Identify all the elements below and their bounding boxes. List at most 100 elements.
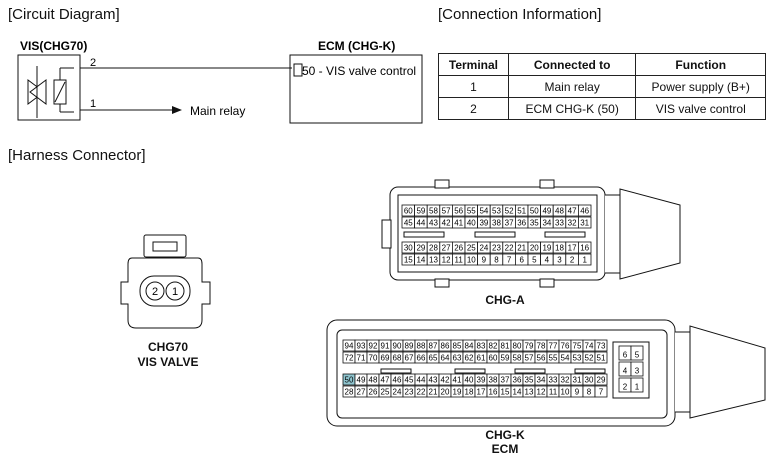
chg-k-pin-label: 79 xyxy=(525,342,534,351)
chg70-latch xyxy=(143,234,187,258)
chg-a-pin-label: 17 xyxy=(568,244,577,253)
chg-k-pin-label: 17 xyxy=(477,388,486,397)
chg-k-pin-label: 26 xyxy=(369,388,378,397)
chg-a-pin-label: 30 xyxy=(404,244,413,253)
cell-connected-to: ECM CHG-K (50) xyxy=(507,97,637,120)
table-header-row: Terminal Connected to Function xyxy=(438,53,766,76)
chg-k-pin-label: 78 xyxy=(537,342,546,351)
chg-k-side-pin-label: 1 xyxy=(635,383,640,392)
wire-1-label: 1 xyxy=(90,98,96,110)
chg-k-pin-label: 11 xyxy=(549,388,558,397)
chg-k-pin-label: 64 xyxy=(441,354,450,363)
chg-a-pin-label: 57 xyxy=(442,207,451,216)
chg70-pin xyxy=(165,281,185,301)
chg-k-pin-label: 77 xyxy=(549,342,558,351)
chg70-pin-label: 2 xyxy=(152,286,158,298)
chg-k-pin-label: 80 xyxy=(513,342,522,351)
chg-a-pin-label: 7 xyxy=(507,256,512,265)
chg-a-pin-label: 6 xyxy=(519,256,524,265)
chg-a-pin-label: 5 xyxy=(532,256,537,265)
chg-a-pin-label: 4 xyxy=(545,256,550,265)
chg-a-pin-label: 29 xyxy=(416,244,425,253)
chg-k-pin-label: 81 xyxy=(501,342,510,351)
chg-k-side-pin-label: 3 xyxy=(635,367,640,376)
chg-k-pin-label: 52 xyxy=(585,354,594,363)
chg-a-pin-label: 3 xyxy=(557,256,562,265)
chg-k-key xyxy=(574,368,606,374)
chg-a-pin-label: 56 xyxy=(454,207,463,216)
chg-k-pin-label: 58 xyxy=(513,354,522,363)
chg-k-pin xyxy=(594,351,608,364)
chg-a-pin-label: 14 xyxy=(416,256,425,265)
chg-k-pin-label: 67 xyxy=(405,354,414,363)
chg-a-pin-label: 59 xyxy=(416,207,425,216)
chg-a-side-latch xyxy=(381,219,392,249)
chg-a-pin-label: 36 xyxy=(517,219,526,228)
main-relay-label: Main relay xyxy=(190,104,245,118)
chg-k-pin-label: 68 xyxy=(393,354,402,363)
circuit-diagram: VIS(CHG70) ECM (CHG-K) 2 1 Main relay 50… xyxy=(17,39,423,124)
chg-k-pin-label: 48 xyxy=(369,376,378,385)
chg-k-pin-label: 55 xyxy=(549,354,558,363)
chg-a-pin-label: 33 xyxy=(555,219,564,228)
vis-component-box xyxy=(17,54,81,121)
chg-a-pin-label: 31 xyxy=(580,219,589,228)
table-row: 2 ECM CHG-K (50) VIS valve control xyxy=(438,97,766,120)
chg70-name: CHG70 xyxy=(147,340,188,354)
chg-a-pin-label: 44 xyxy=(416,219,425,228)
chg-a-pin-label: 41 xyxy=(454,219,463,228)
chg-k-key xyxy=(454,368,486,374)
chg-a-pin-label: 48 xyxy=(555,207,564,216)
ecm-pin-label: 50 - VIS valve control xyxy=(302,64,416,78)
chg-a-pin-label: 11 xyxy=(455,256,464,265)
chg-k-pin-label: 28 xyxy=(345,388,354,397)
chg-a-pin-label: 35 xyxy=(530,219,539,228)
chg-a-pin-label: 1 xyxy=(582,256,587,265)
chg-k-pin-label: 66 xyxy=(417,354,426,363)
chg-k-pin-label: 53 xyxy=(573,354,582,363)
chg-a-pin xyxy=(577,253,592,266)
chg-k-pin-label: 94 xyxy=(345,342,354,351)
chg-a-pin-label: 42 xyxy=(442,219,451,228)
chg-k-pin-label: 87 xyxy=(429,342,438,351)
chg70-connector: 2 1 xyxy=(120,234,211,329)
wire-2-label: 2 xyxy=(90,57,96,69)
chg-a-pin-label: 22 xyxy=(505,244,514,253)
chg-k-pin-label: 86 xyxy=(441,342,450,351)
chg-k-side-pin-label: 6 xyxy=(623,351,628,360)
chg-k-pin-label: 62 xyxy=(465,354,474,363)
chg-k-key xyxy=(380,368,412,374)
chg-a-pin-label: 15 xyxy=(404,256,413,265)
chg-k-side-pin xyxy=(630,345,644,361)
chg-a-pin-label: 19 xyxy=(542,244,551,253)
chg-k-pin-label: 60 xyxy=(489,354,498,363)
chg-k-pin-label: 7 xyxy=(599,388,604,397)
chg-k-pin-label: 33 xyxy=(549,376,558,385)
chg-a-pin-label: 10 xyxy=(467,256,476,265)
chg-k-pin-label: 63 xyxy=(453,354,462,363)
header-connected-to: Connected to xyxy=(507,53,637,76)
chg-k-pin-label: 49 xyxy=(357,376,366,385)
chg-a-pin-label: 38 xyxy=(492,219,501,228)
chg-a-pin-label: 50 xyxy=(530,207,539,216)
chg-k-pin-label: 74 xyxy=(585,342,594,351)
chg-a-pin-label: 18 xyxy=(555,244,564,253)
chg-k-pin-label: 61 xyxy=(477,354,486,363)
ecm-box xyxy=(289,54,423,124)
vis-label: VIS(CHG70) xyxy=(20,39,87,53)
connection-table: Terminal Connected to Function 1 Main re… xyxy=(438,53,766,120)
chg-a-pin xyxy=(577,216,592,229)
chg-k-side-pin xyxy=(630,377,644,393)
chg-a-pin-label: 27 xyxy=(442,244,451,253)
chg-k-pin-label: 23 xyxy=(405,388,414,397)
table-row: 1 Main relay Power supply (B+) xyxy=(438,75,766,98)
cell-connected-to: Main relay xyxy=(507,75,637,98)
chg-k-pin-label: 92 xyxy=(369,342,378,351)
chg-k-pin-label: 44 xyxy=(417,376,426,385)
chg-a-pin-label: 13 xyxy=(429,256,438,265)
chg-a-pin-label: 25 xyxy=(467,244,476,253)
chg-k-pin-label: 14 xyxy=(513,388,522,397)
chg-k-pin-label: 72 xyxy=(345,354,354,363)
